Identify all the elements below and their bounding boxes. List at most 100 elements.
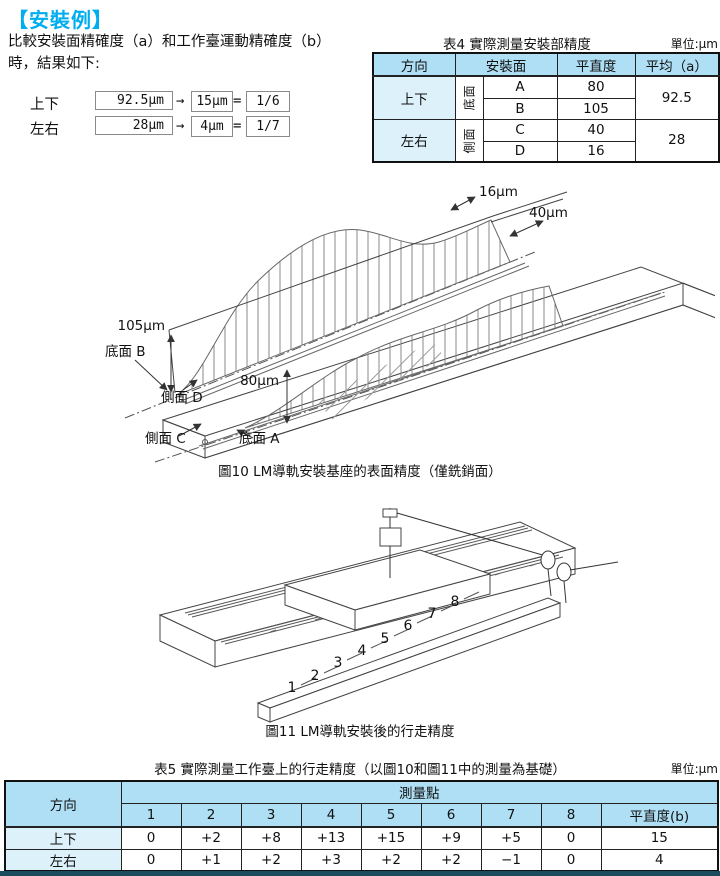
table4-title: 表4 實際測量安裝部精度 — [443, 37, 591, 53]
table5-header-point-6: 6 — [420, 802, 482, 828]
point-1: 1 — [288, 680, 297, 696]
intro-line-2: 時，結果如下: — [8, 56, 100, 72]
point-2: 2 — [311, 668, 320, 684]
table5-row2-v3: +2 — [240, 848, 302, 872]
eq2-ratio-box: 1/7 — [246, 116, 290, 137]
table4-surface-type-bottom-label: 底面 — [462, 84, 477, 111]
table4-header-average: 平均（a） — [634, 52, 720, 77]
intro-line-1: 比較安裝面精確度（a）和工作臺運動精確度（b） — [8, 34, 331, 50]
eq1-mount-accuracy-box: 92.5μm — [95, 91, 173, 110]
weight-block — [379, 527, 402, 547]
dim105-label: 105μm — [117, 318, 165, 334]
table5-header-flatness: 平直度(b) — [600, 802, 719, 828]
table5-row1-flatness: 15 — [600, 826, 719, 850]
table4-surface-d: D — [482, 140, 558, 163]
table5-title: 表5 實際測量工作臺上的行走精度（以圖10和圖11中的測量為基礎） — [154, 762, 566, 778]
eq2-arrow: → — [176, 118, 185, 134]
table5-header-point-1: 1 — [120, 802, 182, 828]
point-8: 8 — [451, 594, 460, 610]
rear-profile-hatched — [176, 219, 511, 396]
eq2-equals: = — [233, 118, 242, 134]
dim80-label: 80μm — [240, 373, 279, 389]
eq2-run-accuracy-box: 4μm — [191, 116, 233, 137]
table5-row2-v4: +3 — [300, 848, 362, 872]
table5-header-point-8: 8 — [540, 802, 602, 828]
dim40-label: 40μm — [529, 205, 568, 221]
table4-average-leftright: 28 — [634, 118, 720, 163]
eq1-direction-label: 上下 — [30, 97, 59, 113]
straightedge-left-end — [257, 702, 271, 723]
table4-surface-a: A — [482, 75, 558, 99]
dim40-arrows — [509, 220, 544, 237]
table5-row2-v1: 0 — [120, 848, 182, 872]
figure11-caption: 圖11 LM導軌安裝後的行走精度 — [265, 724, 455, 740]
rear-rail-lines — [180, 262, 530, 405]
eq2-mount-accuracy-box: 28μm — [95, 116, 173, 135]
plate-left-end-face — [159, 614, 216, 668]
front-profile-crosshatch — [317, 342, 445, 420]
bottom-a-leader — [236, 429, 254, 439]
table4-direction-leftright: 左右 — [372, 118, 456, 163]
table4: 方向 安裝面 平直度 平均（a） 上下 底面 A 80 92.5 B 105 左… — [372, 52, 720, 163]
table4-flatness-d: 16 — [556, 140, 636, 163]
eq1-arrow: → — [176, 93, 185, 109]
eq2-direction-label: 左右 — [30, 122, 59, 138]
side-d-leader — [182, 379, 198, 391]
front-rail-lines — [198, 292, 666, 450]
gauge-stems — [547, 561, 619, 604]
table5-row2-v7: −1 — [480, 848, 542, 872]
dim16-label: 16μm — [479, 184, 518, 200]
bottom-section-divider — [0, 871, 720, 876]
table5-header-point-3: 3 — [240, 802, 302, 828]
table4-surface-c: C — [482, 118, 558, 142]
table5-row1-direction: 上下 — [4, 826, 122, 850]
table5-unit: 單位:μm — [670, 762, 718, 776]
table5-row2-v6: +2 — [420, 848, 482, 872]
table5-row1-v6: +9 — [420, 826, 482, 850]
table5-row1-v4: +13 — [300, 826, 362, 850]
table5: 方向 測量點 1 2 3 4 5 6 7 8 平直度(b) 上下 0 +2 +8… — [4, 780, 720, 872]
table5-row1-v3: +8 — [240, 826, 302, 850]
table5-row2-v2: +1 — [180, 848, 242, 872]
figure10-drawing: 16μm 40μm 105μm 底面 B 80μm 側面 D 側面 C 底面 A — [105, 184, 715, 463]
table4-surface-type-side: 側面 — [454, 118, 484, 163]
table4-header-direction: 方向 — [372, 52, 456, 77]
dial-gauge-1 — [540, 550, 556, 570]
bottom-a-label: 底面 A — [239, 431, 280, 447]
table5-row1-v2: +2 — [180, 826, 242, 850]
table4-flatness-c: 40 — [556, 118, 636, 142]
point-ticks — [300, 591, 480, 686]
eq1-ratio-box: 1/6 — [246, 91, 290, 112]
eq1-equals: = — [233, 93, 242, 109]
table5-row2-direction: 左右 — [4, 848, 122, 872]
eq1-run-accuracy-box: 15μm — [191, 91, 233, 112]
table4-unit: 單位:μm — [670, 37, 718, 51]
table5-row1-v8: 0 — [540, 826, 602, 850]
table4-header-flatness: 平直度 — [556, 52, 636, 77]
side-d-label: 側面 D — [161, 390, 203, 406]
table5-header-point-2: 2 — [180, 802, 242, 828]
table4-average-updown: 92.5 — [634, 75, 720, 120]
table5-header-point-7: 7 — [480, 802, 542, 828]
dial-gauge-2 — [556, 562, 572, 582]
table4-header-surface: 安裝面 — [454, 52, 558, 77]
table4-direction-updown: 上下 — [372, 75, 456, 120]
table5-header-direction: 方向 — [4, 780, 122, 828]
table4-surface-type-bottom: 底面 — [454, 75, 484, 120]
table5-row1-v5: +15 — [360, 826, 422, 850]
table4-surface-b: B — [482, 97, 558, 120]
side-c-label: 側面 C — [145, 431, 186, 447]
table5-row1-v7: +5 — [480, 826, 542, 850]
table5-header-points-group: 測量點 — [120, 780, 719, 804]
table5-row1-v1: 0 — [120, 826, 182, 850]
table5-row2-v8: 0 — [540, 848, 602, 872]
point-7: 7 — [428, 606, 437, 622]
point-4: 4 — [358, 643, 367, 659]
side-c-leader — [178, 423, 202, 437]
bottom-b-leader — [134, 359, 168, 391]
table4-flatness-a: 80 — [556, 75, 636, 99]
table-row: 左右 0 +1 +2 +3 +2 +2 −1 0 4 — [4, 848, 719, 872]
table4-surface-type-side-label: 側面 — [462, 127, 477, 154]
bottom-b-label: 底面 B — [105, 344, 146, 360]
